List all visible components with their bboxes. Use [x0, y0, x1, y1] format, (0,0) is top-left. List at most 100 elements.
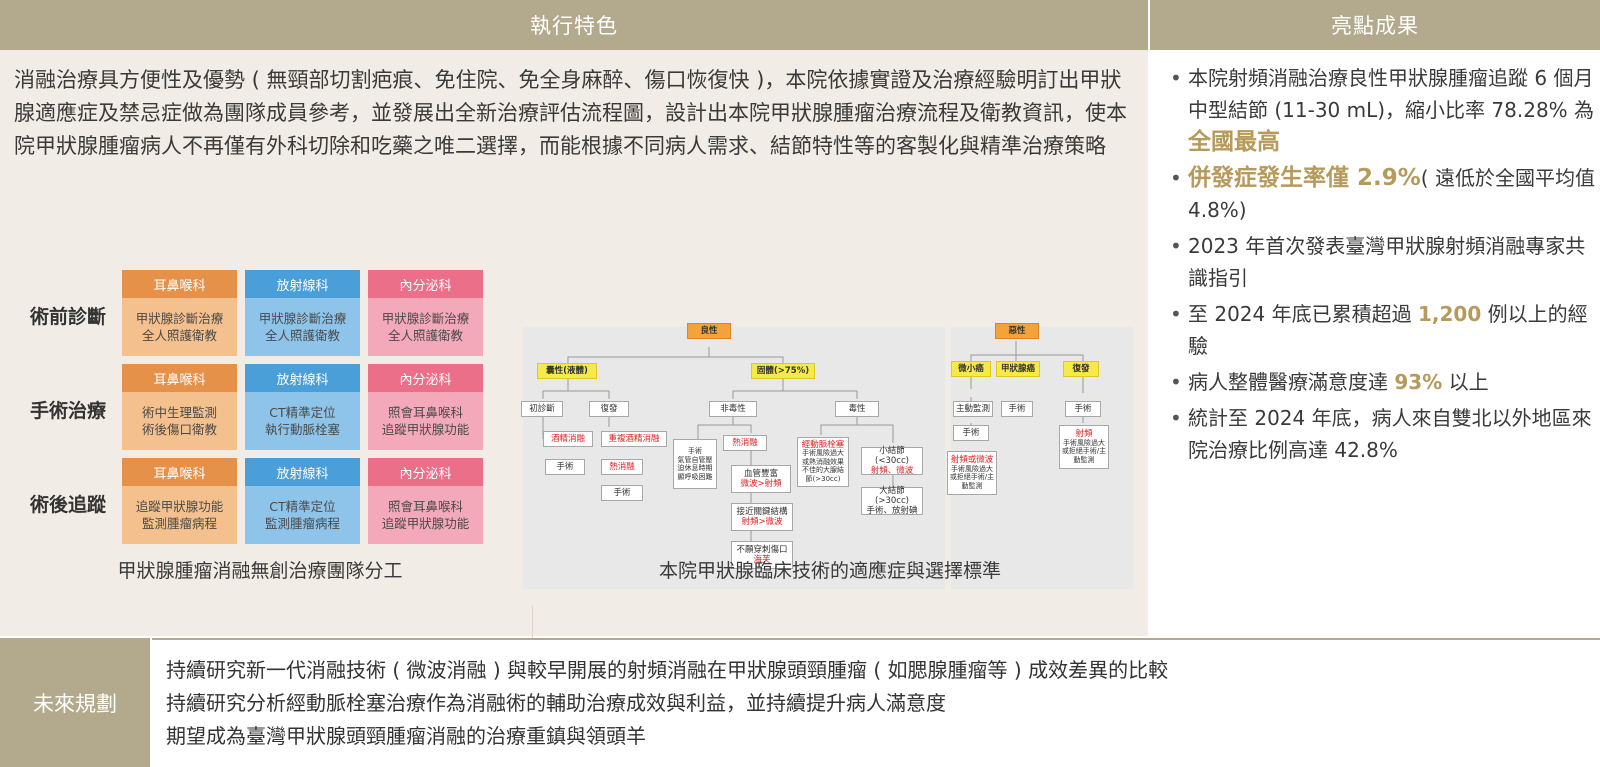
- cell-preop-ent: 耳鼻喉科甲狀腺診斷治療 全人照護衛教: [122, 270, 237, 356]
- future-line-3: 期望成為臺灣甲狀腺頭頸腫瘤消融的治療重鎮與領頭羊: [166, 724, 646, 748]
- cell-body: 甲狀腺診斷治療 全人照護衛教: [245, 298, 360, 356]
- flow-node-rfa: 射頻手術風險過大 或拒絕手術/主 動監測: [1059, 425, 1109, 469]
- cell-followup-ent: 耳鼻喉科追蹤甲狀腺功能 監測腫瘤病程: [122, 458, 237, 544]
- small-tx: 射頻、微波: [870, 466, 914, 476]
- cell-header: 內分泌科: [368, 270, 483, 298]
- cell-preop-radiology: 放射線科甲狀腺診斷治療 全人照護衛教: [245, 270, 360, 356]
- flow-node-surgery-d: 手術: [953, 425, 989, 441]
- flow-node-ethanol: 酒精消融: [543, 431, 593, 447]
- cell-header: 放射線科: [245, 270, 360, 298]
- flow-node-surgery-compress: 手術 氣管自管壓 迫休息時期 顯呼吸困難: [673, 439, 717, 489]
- highlight-text: 本院射頻消融治療良性甲狀腺腫瘤追蹤 6 個月中型結節 (11-30 mL)，縮小…: [1188, 66, 1595, 122]
- cell-surgery-ent: 耳鼻喉科術中生理監測 術後傷口衛教: [122, 364, 237, 450]
- cell-body: CT精準定位 監測腫瘤病程: [245, 486, 360, 544]
- flow-node-malignant: 惡性: [995, 323, 1039, 339]
- rfa-mw-label: 射頻或微波: [950, 455, 994, 465]
- highlight-item: 2023 年首次發表臺灣甲狀腺射頻消融專家共識指引: [1170, 230, 1595, 294]
- cell-header: 耳鼻喉科: [122, 458, 237, 486]
- highlight-item: 本院射頻消融治療良性甲狀腺腫瘤追蹤 6 個月中型結節 (11-30 mL)，縮小…: [1170, 62, 1595, 158]
- flow-node-small-nodule: 小結節(<30cc)射頻、微波: [861, 446, 923, 476]
- flow-node-active-monitor: 主動監測: [953, 401, 993, 417]
- flow-node-rfa-mw: 射頻或微波手術風險過大 或拒絕手術/主 動監測: [947, 451, 997, 495]
- cell-body: 照會耳鼻喉科 追蹤甲狀腺功能: [368, 392, 483, 450]
- cell-header: 耳鼻喉科: [122, 364, 237, 392]
- header-left-title: 執行特色: [530, 14, 618, 38]
- flow-node-recur: 復發: [589, 401, 629, 417]
- header-execution-features: 執行特色: [0, 0, 1148, 50]
- rfa-label: 射頻: [1075, 429, 1093, 439]
- header-highlights: 亮點成果: [1150, 0, 1600, 50]
- arterial-note: 手術風險過大 或熱消融效果 不佳的大腺結 節(>30cc): [802, 449, 844, 483]
- flow-node-near-structure: 接近關鍵結構射頻>微波: [731, 503, 793, 531]
- flow-node-vascular: 血管豐富微波>射頻: [731, 465, 791, 493]
- flow-node-thyroid-ca: 甲狀腺癌: [996, 361, 1040, 377]
- future-line-2: 持續研究分析經動脈栓塞治療作為消融術的輔助治療成效與利益，並持續提升病人滿意度: [166, 691, 946, 715]
- cell-header: 放射線科: [245, 364, 360, 392]
- no-wound-tx: 海芙: [753, 555, 771, 565]
- cell-header: 內分泌科: [368, 364, 483, 392]
- highlight-item: 併發症發生率僅 2.9%( 遠低於全國平均值 4.8%): [1170, 162, 1595, 226]
- cell-header: 放射線科: [245, 458, 360, 486]
- cell-body: 術中生理監測 術後傷口衛教: [122, 392, 237, 450]
- highlight-text: ( 遠低於全國平均值 4.8%): [1188, 166, 1595, 222]
- no-wound-label: 不願穿刺傷口: [736, 545, 788, 555]
- small-label: 小結節(<30cc): [875, 446, 909, 466]
- flowchart-caption: 本院甲狀腺臨床技術的適應症與選擇標準: [658, 560, 1001, 582]
- cell-header: 內分泌科: [368, 458, 483, 486]
- flow-node-solid: 固體(>75%): [751, 363, 815, 379]
- flow-node-initial: 初診斷: [521, 401, 563, 417]
- cell-body: 甲狀腺診斷治療 全人照護衛教: [122, 298, 237, 356]
- rfa-mw-note: 手術風險過大 或拒絕手術/主 動監測: [949, 464, 995, 490]
- vascular-label: 血管豐富: [743, 469, 778, 479]
- row-label-followup: 術後追蹤: [29, 494, 106, 516]
- flow-node-large-nodule: 大結節(>30cc)手術、放射碘: [861, 486, 923, 516]
- near-label: 接近關鍵結構: [736, 507, 788, 517]
- flow-node-thermal-a: 熱消融: [601, 459, 643, 475]
- highlights-panel: 本院射頻消融治療良性甲狀腺腫瘤追蹤 6 個月中型結節 (11-30 mL)，縮小…: [1150, 50, 1600, 636]
- highlight-text: 統計至 2024 年底，病人來自雙北以外地區來院治療比例高達 42.8%: [1188, 406, 1592, 462]
- execution-features-panel: 消融治療具方便性及優勢 ( 無頸部切割疤痕、免住院、免全身麻醉、傷口恢復快 )，…: [0, 50, 1148, 686]
- flow-node-surgery-e: 手術: [1065, 401, 1101, 417]
- cell-surgery-endocrine: 內分泌科照會耳鼻喉科 追蹤甲狀腺功能: [368, 364, 483, 450]
- highlight-text: 2023 年首次發表臺灣甲狀腺射頻消融專家共識指引: [1188, 234, 1586, 290]
- cell-body: 照會耳鼻喉科 追蹤甲狀腺功能: [368, 486, 483, 544]
- flow-node-thermal-b: 熱消融: [723, 435, 767, 451]
- flow-node-arterial: 經動脈栓塞手術風險過大 或熱消融效果 不佳的大腺結 節(>30cc): [797, 437, 849, 487]
- flow-node-surgery-c: 手術: [1001, 401, 1033, 417]
- intro-paragraph: 消融治療具方便性及優勢 ( 無頸部切割疤痕、免住院、免全身麻醉、傷口恢復快 )，…: [14, 68, 1127, 158]
- future-line-1: 持續研究新一代消融技術 ( 微波消融 ) 與較早開展的射頻消融在甲狀腺頭頸腫瘤 …: [166, 658, 1169, 682]
- cell-body: CT精準定位 執行動脈栓塞: [245, 392, 360, 450]
- cell-body: 甲狀腺診斷治療 全人照護衛教: [368, 298, 483, 356]
- cell-header: 耳鼻喉科: [122, 270, 237, 298]
- flow-node-recurrence: 復發: [1063, 361, 1099, 377]
- team-grid-caption: 甲狀腺腫瘤消融無創治療團隊分工: [117, 560, 403, 582]
- header-right-title: 亮點成果: [1331, 14, 1419, 38]
- flow-node-toxic: 毒性: [835, 401, 879, 417]
- highlight-item: 病人整體醫療滿意度達 93% 以上: [1170, 366, 1595, 398]
- highlight-emphasis: 併發症發生率僅 2.9%: [1188, 165, 1421, 191]
- large-label: 大結節(>30cc): [875, 486, 909, 506]
- highlight-emphasis: 1,200: [1417, 302, 1482, 326]
- row-label-preop: 術前診斷: [29, 306, 106, 328]
- highlight-text: 至 2024 年底已累積超過: [1188, 302, 1418, 326]
- flow-node-cystic: 囊性(液體): [537, 363, 597, 379]
- future-plan-label: 未來規劃: [0, 638, 150, 767]
- cell-body: 追蹤甲狀腺功能 監測腫瘤病程: [122, 486, 237, 544]
- future-label-text: 未來規劃: [33, 691, 117, 716]
- vascular-tx: 微波>射頻: [740, 479, 782, 489]
- future-plan-body: 持續研究新一代消融技術 ( 微波消融 ) 與較早開展的射頻消融在甲狀腺頭頸腫瘤 …: [152, 638, 1600, 767]
- arterial-title: 經動脈栓塞: [801, 439, 845, 450]
- row-label-surgery: 手術治療: [29, 400, 106, 422]
- highlight-item: 至 2024 年底已累積超過 1,200 例以上的經驗: [1170, 298, 1595, 362]
- highlight-emphasis: 93%: [1394, 370, 1443, 394]
- flow-node-surgery-b: 手術: [601, 485, 643, 501]
- flow-node-nontoxic: 非毒性: [709, 401, 757, 417]
- flow-node-no-wound: 不願穿刺傷口海芙: [731, 541, 793, 569]
- flow-node-micro-ca: 微小癌: [951, 361, 991, 377]
- flow-node-benign: 良性: [687, 323, 731, 339]
- highlight-text: 病人整體醫療滿意度達: [1188, 370, 1395, 394]
- cell-followup-endocrine: 內分泌科照會耳鼻喉科 追蹤甲狀腺功能: [368, 458, 483, 544]
- highlight-emphasis: 全國最高: [1188, 129, 1280, 155]
- rfa-note: 手術風險過大 或拒絕手術/主 動監測: [1061, 438, 1107, 464]
